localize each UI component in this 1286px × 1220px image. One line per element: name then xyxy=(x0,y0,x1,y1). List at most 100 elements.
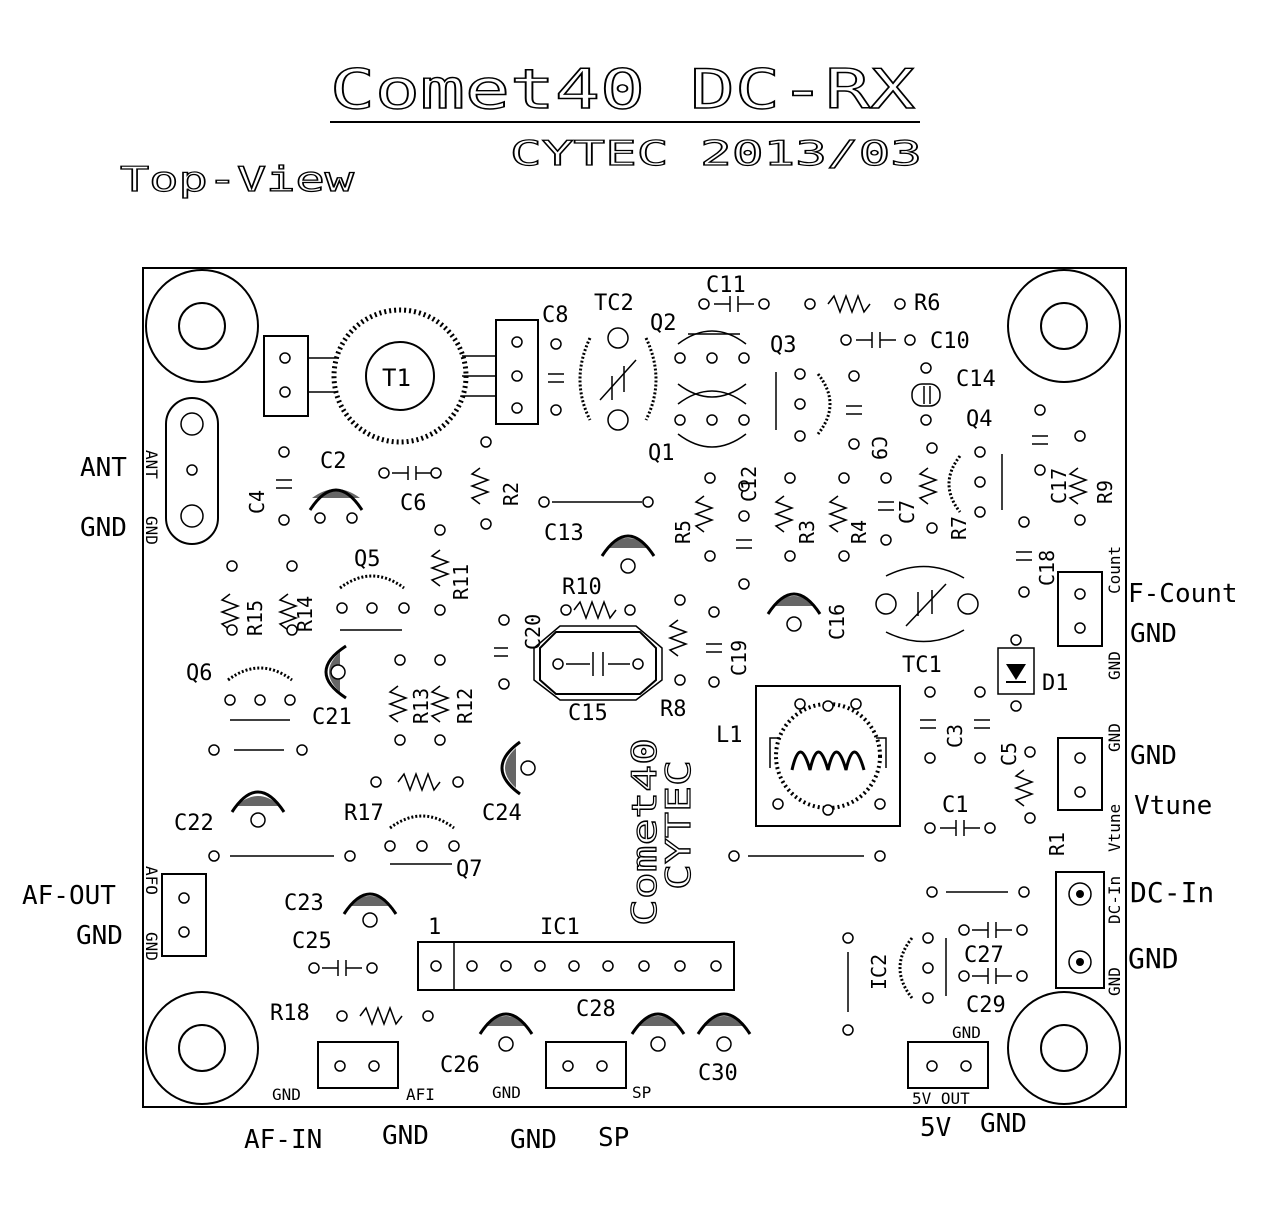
trimmer-tc2 xyxy=(578,327,658,431)
crystal-c15 xyxy=(533,625,663,701)
label-r17: R17 xyxy=(344,801,384,826)
label-c5: C5 xyxy=(997,742,1021,766)
label-r13: R13 xyxy=(409,688,433,724)
af-in-header xyxy=(317,1041,399,1089)
dc-in-header xyxy=(1055,871,1105,989)
label-r14: R14 xyxy=(293,596,317,632)
label-r1: R1 xyxy=(1045,832,1069,856)
label-ic1: IC1 xyxy=(540,915,580,940)
silk-sp-gnd: GND xyxy=(492,1083,521,1102)
label-c21: C21 xyxy=(312,705,352,730)
label-c24: C24 xyxy=(482,801,522,826)
page-subtitle: CYTEC 2013/03 xyxy=(510,134,922,174)
ic2-regulator xyxy=(898,932,947,1004)
transistor-q1 xyxy=(674,390,750,448)
label-c20: C20 xyxy=(521,614,545,650)
label-t1: T1 xyxy=(382,364,411,392)
label-q3: Q3 xyxy=(770,333,797,358)
silk-af-in-gnd: GND xyxy=(272,1085,301,1104)
label-c19: C19 xyxy=(727,640,751,676)
label-c11: C11 xyxy=(706,273,746,298)
silk-5v-out: 5V OUT xyxy=(912,1089,970,1108)
label-tc2: TC2 xyxy=(594,291,634,316)
5v-out-header xyxy=(907,1041,989,1089)
label-c28: C28 xyxy=(576,997,616,1022)
ext-ant: ANT xyxy=(80,453,127,483)
label-c12: C12 xyxy=(737,466,761,502)
label-c9: C9 xyxy=(867,436,891,460)
label-c25: C25 xyxy=(292,929,332,954)
label-c7: C7 xyxy=(895,500,919,524)
outside-connector-labels: ANT GND AF-OUT GND F-Count GND GND Vtune… xyxy=(22,453,1238,1155)
silk-dc-in: DC-In xyxy=(1105,876,1124,924)
label-r2: R2 xyxy=(499,482,523,506)
electrolytic-c2 xyxy=(308,488,364,524)
f-count-header xyxy=(1057,571,1103,647)
label-c1: C1 xyxy=(942,793,969,818)
label-r6: R6 xyxy=(914,291,941,316)
ext-af-in: AF-IN xyxy=(244,1125,322,1155)
resistors xyxy=(219,293,1089,1027)
label-c22: C22 xyxy=(174,811,214,836)
ext-af-out-gnd: GND xyxy=(76,921,123,951)
label-ic1-pin1: 1 xyxy=(428,915,441,940)
label-r12: R12 xyxy=(453,688,477,724)
ext-vtune-gnd: GND xyxy=(1130,741,1177,771)
sp-header xyxy=(545,1041,627,1089)
mounting-hole-bottom-right xyxy=(1007,991,1121,1105)
label-c18: C18 xyxy=(1035,550,1059,586)
label-c13: C13 xyxy=(544,521,584,546)
label-q5: Q5 xyxy=(354,547,381,572)
board-text-comet40: Comet40 xyxy=(625,738,665,926)
silk-afo: AFO xyxy=(142,866,161,895)
label-c29: C29 xyxy=(966,993,1006,1018)
transistor-q5 xyxy=(336,574,410,631)
label-r9: R9 xyxy=(1093,480,1117,504)
transistor-q4 xyxy=(947,446,1003,518)
ext-5v-gnd: GND xyxy=(980,1109,1027,1139)
ext-dc-in: DC-In xyxy=(1130,876,1214,909)
part-labels: TC2 C8 C11 R6 Q2 Q3 C10 C14 Q1 Q4 C2 C6 … xyxy=(174,273,1069,1086)
electrolytic-c24 xyxy=(500,740,536,796)
silk-vtune: Vtune xyxy=(1105,804,1124,852)
ext-f-count-gnd: GND xyxy=(1130,619,1177,649)
page-title: Comet40 DC-RX xyxy=(330,58,916,121)
electrolytic-c26 xyxy=(478,1012,534,1052)
silk-gnd-f: GND xyxy=(1105,651,1124,680)
label-c14: C14 xyxy=(956,367,996,392)
electrolytic-c13 xyxy=(600,534,656,574)
transistor-q6 xyxy=(224,666,296,721)
silk-gnd-afo: GND xyxy=(142,932,161,961)
label-c2: C2 xyxy=(320,449,347,474)
label-c30: C30 xyxy=(698,1061,738,1086)
label-r5: R5 xyxy=(671,520,695,544)
electrolytic-c22 xyxy=(230,790,286,828)
board-outline xyxy=(142,267,1127,1108)
label-q2: Q2 xyxy=(650,311,677,336)
mounting-hole-bottom-left xyxy=(145,991,259,1105)
trimmer-tc1 xyxy=(875,565,979,643)
mounting-hole-top-right xyxy=(1007,269,1121,383)
ext-sp-gnd: GND xyxy=(510,1125,557,1155)
silk-afi: AFI xyxy=(406,1085,435,1104)
label-c16: C16 xyxy=(825,604,849,640)
label-c4: C4 xyxy=(245,490,269,514)
label-c23: C23 xyxy=(284,891,324,916)
label-r18: R18 xyxy=(270,1001,310,1026)
electrolytic-c16 xyxy=(766,592,822,632)
label-q6: Q6 xyxy=(186,661,213,686)
silk-ant: ANT xyxy=(142,450,161,479)
label-c17: C17 xyxy=(1047,468,1071,504)
mounting-hole-top-left xyxy=(145,269,259,383)
silk-vtune-gnd: GND xyxy=(1105,723,1124,752)
label-c10: C10 xyxy=(930,329,970,354)
label-c3: C3 xyxy=(943,724,967,748)
ext-ant-gnd: GND xyxy=(80,513,127,543)
part-labels-rotated: C4 R2 C9 C12 R5 R3 R4 C7 R7 C17 R9 C18 R… xyxy=(243,436,1117,990)
label-q4: Q4 xyxy=(966,407,993,432)
diode-d1 xyxy=(997,634,1035,712)
label-r3: R3 xyxy=(795,520,819,544)
ext-dc-in-gnd: GND xyxy=(1128,942,1179,975)
inductor-l1 xyxy=(755,685,901,827)
ext-f-count: F-Count xyxy=(1128,579,1238,609)
